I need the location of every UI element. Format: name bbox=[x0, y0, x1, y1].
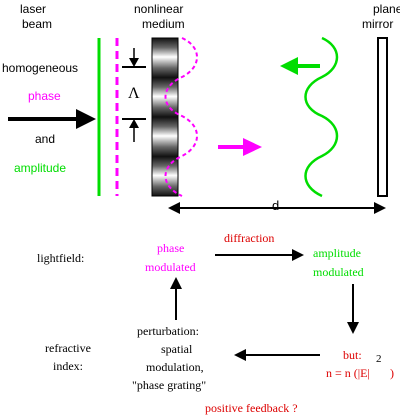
laser-beam-label-line2: beam bbox=[22, 17, 52, 31]
phase-modulated-wave bbox=[164, 37, 198, 197]
plane-mirror bbox=[377, 37, 388, 197]
and-label: and bbox=[35, 132, 55, 146]
nonlinear-index-equation: n = n (|E| bbox=[326, 366, 370, 380]
plane-mirror-label-line2: mirror bbox=[362, 17, 393, 31]
nonlinear-medium-label-line2: medium bbox=[142, 17, 185, 31]
refractive-index-label-line2: index: bbox=[53, 359, 83, 373]
diffraction-label: diffraction bbox=[224, 231, 274, 245]
amplitude-modulated-wave bbox=[304, 36, 339, 198]
lightfield-label: lightfield: bbox=[37, 251, 84, 265]
phase-grating-label: "phase grating" bbox=[132, 378, 206, 392]
amplitude-modulated-line1: amplitude bbox=[313, 246, 361, 260]
nonlinear-medium-label-line1: nonlinear bbox=[134, 2, 183, 16]
perturbation-to-phase-arrow-head bbox=[170, 277, 182, 289]
phase-modulated-line1: phase bbox=[157, 241, 184, 255]
distance-arrow-left-head bbox=[168, 202, 180, 214]
phase-modulated-line2: modulated bbox=[145, 260, 196, 274]
phase-label: phase bbox=[28, 89, 61, 103]
perturbation-label: perturbation: bbox=[137, 324, 199, 338]
laser-input-arrow-head bbox=[76, 109, 96, 129]
diffraction-arrow-head bbox=[292, 249, 304, 261]
but-to-perturbation-arrow-head bbox=[234, 349, 246, 361]
positive-feedback-label: positive feedback ? bbox=[205, 401, 298, 415]
nonlinear-index-exponent: 2 bbox=[376, 353, 382, 365]
modulation-label: modulation, bbox=[146, 360, 204, 374]
nonlinear-index-close-paren: ) bbox=[390, 366, 394, 380]
spatial-label: spatial bbox=[161, 342, 193, 356]
amplitude-to-but-arrow-head bbox=[347, 322, 359, 334]
period-arrow-bottom-head bbox=[129, 119, 139, 128]
backward-propagation-arrow-head bbox=[280, 57, 298, 75]
period-arrow-top-head bbox=[129, 58, 139, 67]
but-label: but: bbox=[343, 348, 362, 362]
forward-propagation-arrow-head bbox=[243, 138, 262, 156]
homogeneous-label: homogeneous bbox=[2, 61, 78, 75]
distance-label: d bbox=[272, 198, 279, 213]
amplitude-modulated-line2: modulated bbox=[313, 265, 364, 279]
nonlinear-medium-block bbox=[151, 37, 179, 197]
amplitude-label: amplitude bbox=[14, 161, 66, 175]
refractive-index-label-line1: refractive bbox=[45, 341, 91, 355]
distance-arrow-right-head bbox=[374, 202, 386, 214]
lambda-symbol: Λ bbox=[128, 85, 140, 102]
laser-beam-label-line1: laser bbox=[20, 2, 46, 16]
plane-mirror-label-line1: plane bbox=[373, 2, 400, 16]
